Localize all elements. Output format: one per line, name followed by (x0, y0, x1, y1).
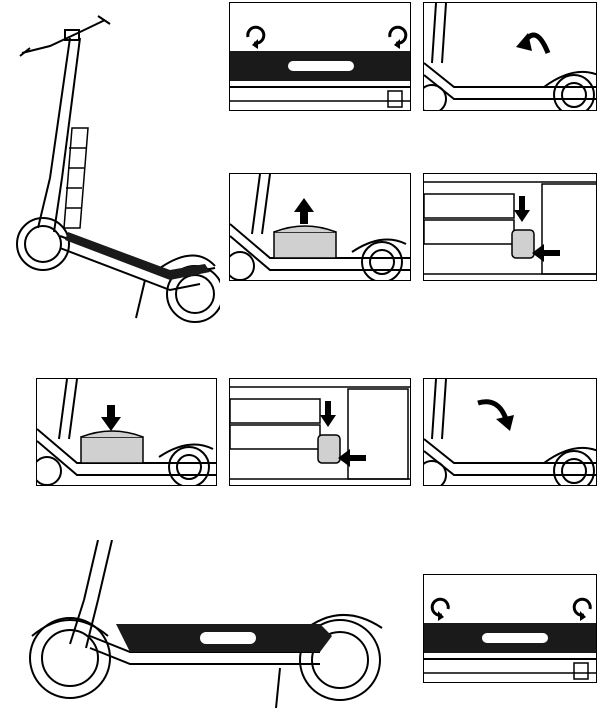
panel-deck-screws-tighten (423, 574, 597, 683)
panel-deck-screws-top (229, 2, 411, 111)
panel-deck-lower-side (423, 378, 597, 486)
panel-connector-plug (229, 378, 411, 486)
arrow-down-icon (320, 401, 336, 427)
arrow-down-icon (514, 196, 530, 222)
panel-battery-insert (36, 378, 217, 486)
scooter-final-illustration (20, 540, 395, 708)
arrow-left-icon (338, 449, 366, 467)
rotate-ccw-icon (390, 27, 406, 49)
curved-arrow-down-icon (478, 402, 514, 431)
curved-arrow-up-icon (516, 33, 548, 53)
scooter-overview-illustration (10, 8, 220, 328)
arrow-down-icon (101, 405, 121, 431)
rotate-cw-icon (432, 599, 448, 621)
panel-battery-remove (229, 173, 411, 281)
rotate-ccw-icon (248, 27, 264, 49)
rotate-cw-icon (574, 599, 590, 621)
arrow-up-icon (294, 198, 314, 224)
arrow-left-icon (532, 244, 560, 262)
panel-deck-lift-side (423, 2, 597, 111)
panel-connector-unplug (423, 173, 597, 281)
